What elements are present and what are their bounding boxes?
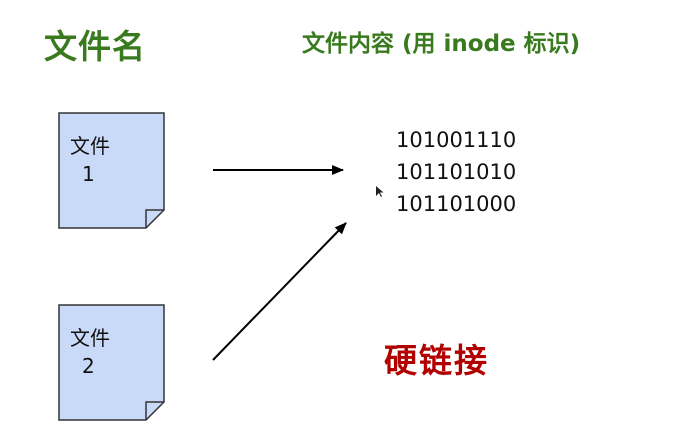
mouse-cursor-icon — [376, 186, 384, 197]
content-line: 101101000 — [396, 192, 517, 216]
filename-heading: 文件名 — [44, 27, 146, 66]
document-icon — [58, 112, 165, 229]
file-2-label: 文件 — [70, 326, 110, 350]
file-1-number: 1 — [82, 162, 95, 186]
content-line: 101101010 — [396, 160, 517, 184]
arrow-file2-to-content — [212, 222, 347, 361]
file-2-number: 2 — [82, 354, 95, 378]
file-1-label: 文件 — [70, 134, 110, 158]
file-content-heading: 文件内容 (用 inode 标识) — [302, 31, 581, 57]
file-content-block: 101001110 101101010 101101000 — [396, 124, 516, 220]
content-line: 101001110 — [396, 128, 517, 152]
file-1-document: 文件 1 — [58, 112, 166, 229]
file-2-document: 文件 2 — [58, 304, 166, 421]
document-icon — [58, 304, 165, 421]
hard-link-label: 硬链接 — [384, 341, 489, 380]
